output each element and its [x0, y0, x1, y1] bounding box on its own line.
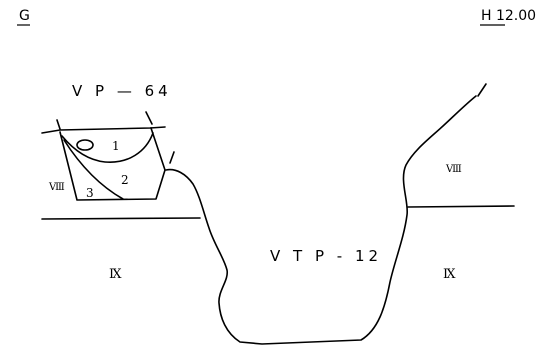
pit-fill-2: 2	[121, 173, 129, 187]
pit-fill-boundary-2	[63, 139, 124, 200]
trench-edge-tick-right	[477, 83, 487, 97]
pit-fill-1: 1	[112, 139, 120, 153]
pit-label: V P — 64	[72, 82, 172, 100]
trench-label: V T P - 12	[270, 247, 382, 265]
pit-fill-3: 3	[86, 186, 94, 200]
pit-edge-tick-left	[56, 119, 61, 130]
header-left-label: G	[19, 8, 30, 24]
header-right-label: H 12.00	[481, 8, 536, 24]
pit-inclusion	[76, 139, 94, 151]
pit-fill-boundary-1	[61, 132, 154, 163]
layer-boundary-right	[407, 205, 515, 208]
layer-right-lower-label: Ⅸ	[443, 267, 456, 282]
layer-left-upper-label: Ⅷ	[48, 182, 65, 193]
layer-right-upper-label: Ⅷ	[445, 164, 462, 175]
trench-edge-tick-left	[169, 151, 175, 164]
trench-profile	[165, 95, 477, 345]
pit-top-surface	[41, 126, 166, 134]
pit-edge-tick-right	[145, 111, 153, 125]
layer-left-lower-label: Ⅸ	[109, 267, 122, 282]
pit-outline	[59, 127, 166, 201]
layer-boundary-left	[41, 217, 201, 220]
